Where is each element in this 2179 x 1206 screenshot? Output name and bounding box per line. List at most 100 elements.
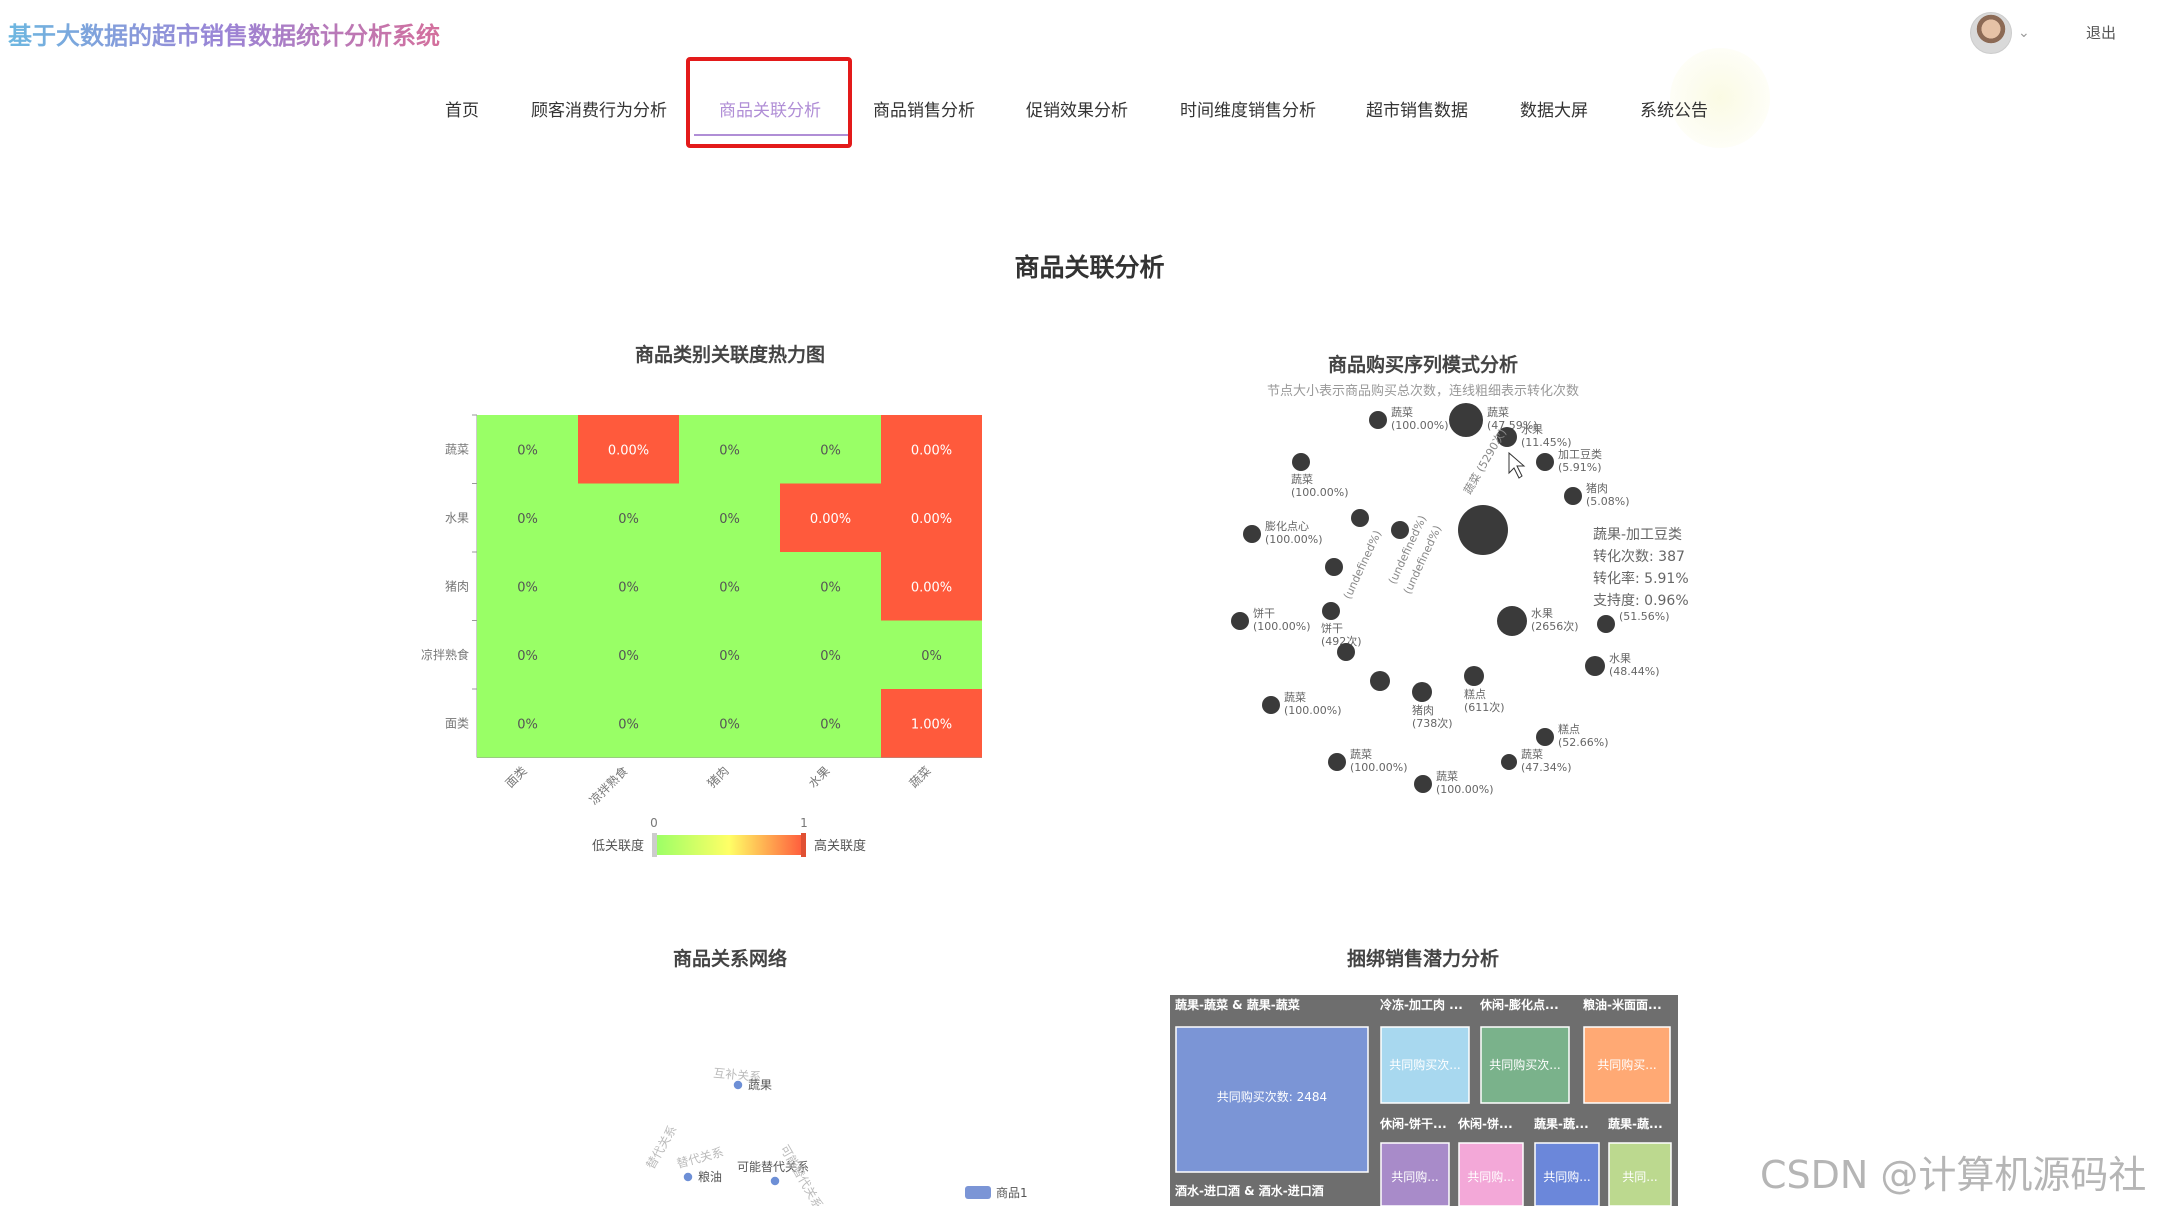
heatmap-cell bbox=[679, 689, 780, 758]
avatar[interactable] bbox=[1970, 12, 2012, 54]
heatmap-legend-max: 1 bbox=[800, 816, 808, 830]
sequence-node-label: 猪肉 bbox=[1412, 704, 1434, 717]
network-edge-label: 互补关系 bbox=[713, 1066, 762, 1084]
sequence-node bbox=[1231, 612, 1249, 630]
heatmap-title: 商品类别关联度热力图 bbox=[634, 344, 826, 366]
heatmap-cell bbox=[780, 552, 881, 621]
heatmap-cell bbox=[578, 483, 679, 552]
sequence-node-label: (738次) bbox=[1412, 716, 1453, 730]
decorative-glow bbox=[1670, 48, 1770, 148]
sequence-node bbox=[1325, 558, 1343, 576]
nav-item-dashboard[interactable]: 数据大屏 bbox=[1520, 101, 1588, 121]
sequence-node bbox=[1262, 696, 1280, 714]
heatmap-cell bbox=[881, 483, 982, 552]
heatmap-cell-label: 0% bbox=[820, 443, 841, 458]
heatmap-cell-label: 0.00% bbox=[911, 580, 952, 595]
treemap-cell bbox=[1608, 1142, 1672, 1206]
sequence-tooltip-line: 转化率: 5.91% bbox=[1593, 570, 1689, 587]
heatmap-cell-label: 0% bbox=[719, 443, 740, 458]
sequence-node bbox=[1585, 656, 1605, 676]
sequence-node-label: (48.44%) bbox=[1609, 665, 1660, 678]
sequence-node-label: (100.00%) bbox=[1265, 533, 1323, 546]
network-node-label: 蔬果 bbox=[748, 1078, 772, 1092]
sequence-node-label: (611次) bbox=[1464, 700, 1505, 714]
heatmap-y-tick: 猪肉 bbox=[445, 579, 469, 593]
treemap-group-label: 休闲-饼... bbox=[1457, 1116, 1513, 1131]
heatmap-cell-label: 0% bbox=[719, 717, 740, 732]
sequence-node bbox=[1497, 427, 1517, 447]
nav-item-customer-behavior[interactable]: 顾客消费行为分析 bbox=[531, 101, 667, 121]
treemap-cell bbox=[1380, 1026, 1470, 1104]
heatmap-cell bbox=[780, 483, 881, 552]
heatmap-legend-low: 低关联度 bbox=[592, 838, 644, 854]
nav-item-time-dimension[interactable]: 时间维度销售分析 bbox=[1180, 101, 1316, 121]
heatmap-cell bbox=[477, 483, 578, 552]
treemap-cell-label: 共同购买... bbox=[1597, 1057, 1656, 1072]
sequence-node bbox=[1369, 411, 1387, 429]
heatmap-cell-label: 0.00% bbox=[608, 443, 649, 458]
heatmap-cell bbox=[477, 620, 578, 689]
sequence-node-label: (52.66%) bbox=[1558, 736, 1609, 749]
sequence-node-label: 饼干 bbox=[1321, 621, 1343, 635]
sequence-node-label: (5.91%) bbox=[1558, 461, 1602, 474]
network-node bbox=[732, 1079, 744, 1091]
sequence-node-label: 水果 bbox=[1531, 607, 1553, 620]
nav-item-product-sales[interactable]: 商品销售分析 bbox=[873, 101, 975, 121]
treemap-group-label: 粮油-米面面... bbox=[1583, 997, 1662, 1012]
sequence-node-label: 水果 bbox=[1521, 423, 1543, 436]
treemap-cell bbox=[1380, 1142, 1450, 1206]
heatmap-cell bbox=[679, 552, 780, 621]
sequence-node-label: 饼干 bbox=[1253, 606, 1275, 620]
nav-item-promotion[interactable]: 促销效果分析 bbox=[1026, 101, 1128, 121]
app-title: 基于大数据的超市销售数据统计分析系统 bbox=[8, 16, 440, 51]
watermark: CSDN @计算机源码社 bbox=[1760, 1153, 2147, 1197]
sequence-node-label: 蔬菜 bbox=[1291, 473, 1313, 486]
main-nav: 首页 顾客消费行为分析 商品关联分析 商品销售分析 促销效果分析 时间维度销售分… bbox=[0, 88, 2179, 128]
treemap-group-label: 休闲-膨化点... bbox=[1479, 997, 1559, 1012]
heatmap-cell bbox=[780, 689, 881, 758]
heatmap-cell bbox=[679, 483, 780, 552]
heatmap-legend-bar bbox=[654, 835, 804, 855]
sequence-edge-label: (undefined%) bbox=[1341, 528, 1384, 601]
nav-item-product-association[interactable]: 商品关联分析 bbox=[719, 101, 821, 121]
network-edge-label: 替代关系 bbox=[643, 1123, 679, 1172]
treemap-group-label: 酒水-进口酒 & 酒水-进口酒 bbox=[1175, 1183, 1324, 1198]
user-menu[interactable]: ⌄ bbox=[1970, 12, 2030, 54]
treemap-cell-label: 共同购买次数: 2484 bbox=[1217, 1089, 1327, 1104]
sequence-node bbox=[1391, 521, 1409, 539]
treemap-cell-label: 共同购... bbox=[1467, 1169, 1514, 1184]
heatmap-cell-label: 0% bbox=[517, 443, 538, 458]
treemap-chart: 蔬果-蔬菜 & 蔬果-蔬菜 共同购买次数: 2484 酒水-进口酒 & 酒水-进… bbox=[1170, 995, 1678, 1206]
sequence-node bbox=[1351, 509, 1369, 527]
heatmap-cell bbox=[578, 620, 679, 689]
heatmap-cell-label: 0% bbox=[719, 649, 740, 664]
heatmap-cell bbox=[578, 552, 679, 621]
chevron-down-icon[interactable]: ⌄ bbox=[2018, 25, 2030, 41]
heatmap-cell bbox=[578, 415, 679, 484]
nav-item-sales-data[interactable]: 超市销售数据 bbox=[1366, 101, 1468, 121]
sequence-node bbox=[1597, 615, 1615, 633]
network-node bbox=[769, 1175, 781, 1187]
sequence-node bbox=[1497, 606, 1527, 636]
heatmap-cell-label: 0% bbox=[517, 580, 538, 595]
heatmap-cell bbox=[881, 415, 982, 484]
sequence-node-label: (100.00%) bbox=[1350, 761, 1408, 774]
treemap-cell-label: 共同购买次... bbox=[1489, 1057, 1560, 1072]
sequence-node-label: (100.00%) bbox=[1253, 620, 1311, 633]
heatmap-y-tick: 面类 bbox=[445, 716, 469, 730]
sequence-node bbox=[1536, 728, 1554, 746]
logout-button[interactable]: 退出 bbox=[2086, 24, 2117, 42]
nav-item-home[interactable]: 首页 bbox=[445, 101, 479, 121]
treemap-group-label: 蔬果-蔬... bbox=[1608, 1116, 1663, 1131]
treemap-group-label: 蔬果-蔬... bbox=[1534, 1116, 1589, 1131]
network-node bbox=[682, 1171, 694, 1183]
sequence-tooltip-line: 支持度: 0.96% bbox=[1593, 593, 1689, 609]
treemap-cell-label: 共同购买次... bbox=[1389, 1057, 1460, 1072]
sequence-subtitle: 节点大小表示商品购买总次数，连线粗细表示转化次数 bbox=[1266, 384, 1580, 399]
nav-item-announcements[interactable]: 系统公告 bbox=[1640, 101, 1708, 121]
sequence-node-label: 蔬菜 bbox=[1350, 748, 1372, 761]
sequence-node bbox=[1501, 754, 1517, 770]
heatmap-cell-label: 0% bbox=[921, 649, 942, 664]
sequence-node-label: (100.00%) bbox=[1284, 704, 1342, 717]
heatmap-x-tick: 水果 bbox=[806, 764, 833, 791]
